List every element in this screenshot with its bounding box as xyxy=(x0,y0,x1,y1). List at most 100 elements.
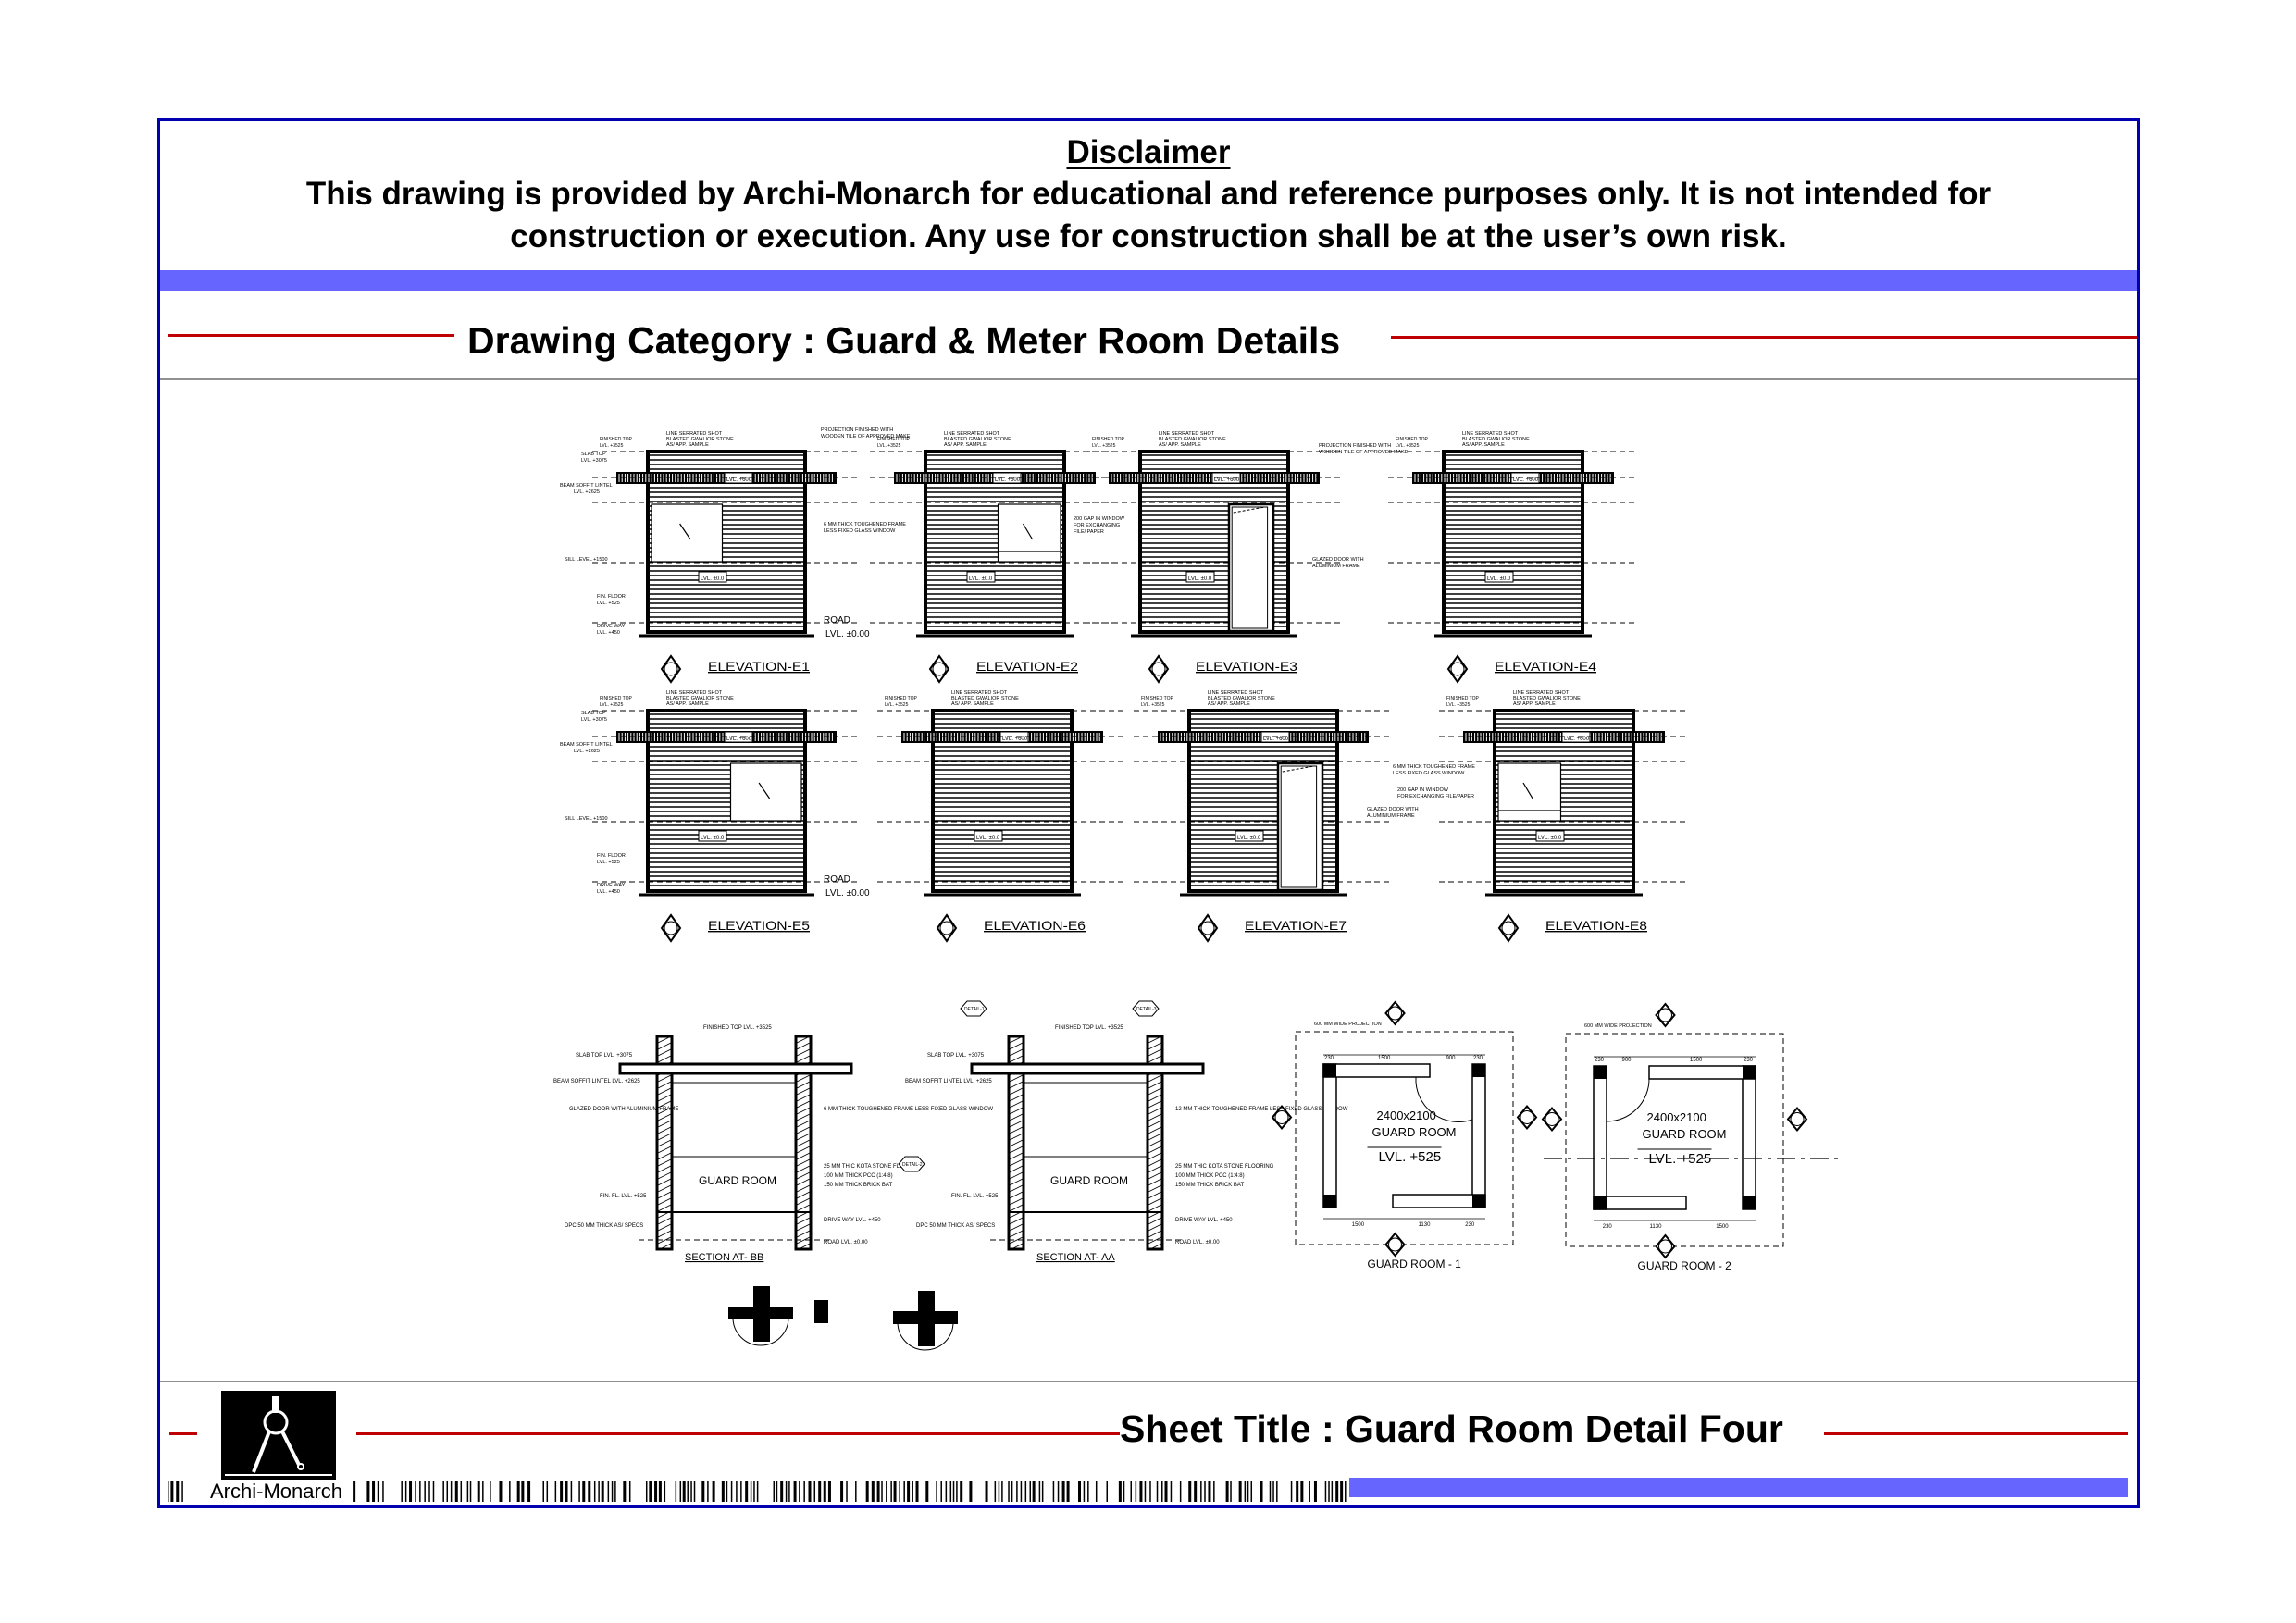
stone-note: LINE SERRATED SHOT xyxy=(951,690,1008,696)
finished-top-note: FINISHED TOP xyxy=(600,696,632,701)
view-marker-icon xyxy=(1197,913,1219,943)
detail-tag-icon xyxy=(960,1000,987,1017)
door-note: ALUMINIUM FRAME xyxy=(1312,564,1360,569)
glass-window xyxy=(729,762,802,822)
projection-note: 600 MM WIDE PROJECTION xyxy=(1314,1022,1382,1027)
dim-label: 230 xyxy=(1473,1056,1483,1061)
glass-window xyxy=(997,503,1061,563)
door-swing xyxy=(1606,1078,1650,1122)
beam-soffit-note: BEAM SOFFIT LINTEL LVL. +2625 xyxy=(553,1079,640,1084)
room-size: 2400x2100 xyxy=(1377,1109,1436,1122)
stone-note: LINE SERRATED SHOT xyxy=(1513,690,1570,696)
room-label: GUARD ROOM xyxy=(699,1174,776,1187)
lvl-tag-bottom: LVL. ±0.0 xyxy=(1487,576,1511,582)
beam-soffit-note: BEAM SOFFIT LINTEL LVL. +2625 xyxy=(905,1079,992,1084)
finished-top-note: FINISHED TOP xyxy=(885,696,917,701)
section-marker-icon xyxy=(1516,1104,1538,1131)
beam-soffit-note: LVL. +2625 xyxy=(574,489,600,495)
projection-note: PROJECTION FINISHED WITH xyxy=(821,427,893,433)
door-note: GLAZED DOOR WITH ALUMINIUM FRAME xyxy=(569,1107,678,1112)
finished-top-note: LVL. +3525 xyxy=(877,443,901,449)
finished-top-note: FINISHED TOP xyxy=(877,437,910,442)
window-note: LESS FIXED GLASS WINDOW xyxy=(1393,771,1465,776)
drafting-compass-icon xyxy=(221,1391,336,1480)
fin-floor-note: FIN. FL. LVL. +525 xyxy=(600,1194,647,1199)
disclaimer-title: Disclaimer xyxy=(1066,134,1231,170)
view-marker-icon xyxy=(660,913,682,943)
slab-top-note: LVL. +3075 xyxy=(581,717,607,723)
stone-note: LINE SERRATED SHOT xyxy=(944,431,1000,437)
dim-label: 900 xyxy=(1622,1058,1632,1063)
stone-note: BLASTED GWALIOR STONE xyxy=(1208,696,1275,701)
detail-1 xyxy=(728,1286,793,1346)
glazed-door xyxy=(1276,762,1324,892)
lvl-tag-bottom: LVL. ±0.0 xyxy=(701,576,725,582)
dim-label: 230 xyxy=(1465,1222,1475,1228)
column xyxy=(1594,1066,1607,1079)
view-marker-icon xyxy=(1148,654,1170,684)
wall xyxy=(1471,1063,1486,1208)
finished-top-note: LVL. +3525 xyxy=(1092,443,1116,449)
window-note: 6 MM THICK TOUGHENED FRAME xyxy=(1393,764,1475,770)
elevation-label: ELEVATION-E7 xyxy=(1245,918,1347,933)
glass-window xyxy=(1497,762,1562,822)
drive-way-note: DRIVE WAY LVL. +450 xyxy=(824,1218,881,1223)
drive-way-note: DRIVE WAY xyxy=(597,624,626,629)
sill-level-note: SILL LEVEL +1500 xyxy=(565,557,608,563)
roof-slab xyxy=(618,1062,853,1075)
elevation-label: ELEVATION-E3 xyxy=(1196,659,1297,674)
section-bb: GUARD ROOM SECTION AT- BB SLAB TOP LVL. +3… xyxy=(553,1025,993,1263)
gap-note: 200 GAP IN WINDOW xyxy=(1397,787,1449,793)
view-marker-icon xyxy=(936,913,958,943)
detail-tag-icon xyxy=(1132,1000,1160,1017)
section-note: 25 MM THIC KOTA STONE FLOORING xyxy=(1175,1164,1274,1170)
dim-label: 900 xyxy=(1446,1056,1457,1061)
elevation-label: ELEVATION-E4 xyxy=(1495,659,1596,674)
lvl-tag-beam: LVL. +600 xyxy=(726,477,752,483)
dim-label: 1500 xyxy=(1690,1058,1703,1063)
dim-label: 230 xyxy=(1595,1058,1605,1063)
footer-divider xyxy=(160,1381,2137,1382)
category-rule-right xyxy=(1391,336,2137,339)
dpc-note: DPC 50 MM THICK AS/ SPECS xyxy=(565,1223,643,1229)
footer-rule-left xyxy=(169,1432,197,1435)
door-note: GLAZED DOOR WITH xyxy=(1312,557,1364,563)
dim-label: 1500 xyxy=(1716,1224,1729,1230)
stone-note: BLASTED GWALIOR STONE xyxy=(1513,696,1581,701)
category-rule-left xyxy=(168,334,454,337)
section-marker-icon xyxy=(1541,1106,1563,1133)
section-note: 150 MM THICK BRICK BAT xyxy=(824,1183,892,1188)
detail-tag: DETAIL-2 xyxy=(902,1162,923,1168)
slab-top-note: SLAB TOP LVL. +3075 xyxy=(927,1053,985,1059)
wall xyxy=(1593,1065,1607,1210)
lvl-tag-bottom: LVL. ±0.0 xyxy=(1237,836,1261,841)
sill-level-note: SILL LEVEL +1500 xyxy=(565,816,608,822)
finished-top-note: LVL. +3525 xyxy=(600,443,624,449)
view-marker-icon xyxy=(1446,654,1469,684)
door-note: ALUMINIUM FRAME xyxy=(1367,813,1415,819)
beam-soffit-note: LVL. +2625 xyxy=(574,749,600,754)
elevation-label: ELEVATION-E8 xyxy=(1545,918,1647,933)
section-label: SECTION AT- BB xyxy=(685,1252,763,1263)
slab-top-note: SLAB TOP xyxy=(581,711,606,716)
glass-panel xyxy=(1023,1082,1148,1158)
section-note: 150 MM THICK BRICK BAT xyxy=(1175,1183,1244,1188)
projection-note: WOODEN TILE OF APPROVED MAKE xyxy=(821,434,911,440)
fin-floor-note: FIN. FLOOR xyxy=(597,594,626,600)
window-note: LESS FIXED GLASS WINDOW xyxy=(824,528,896,534)
stone-note: AS/ APP. SAMPLE xyxy=(1462,442,1505,448)
disclaimer-line-2: construction or execution. Any use for c… xyxy=(510,218,1787,254)
column xyxy=(1323,1195,1336,1208)
lvl-tag-bottom: LVL. ±0.0 xyxy=(969,576,993,582)
finished-top-note: FINISHED TOP LVL. +3525 xyxy=(703,1025,772,1031)
dim-label: 1500 xyxy=(1352,1222,1365,1228)
detail-2 xyxy=(814,1300,828,1323)
door-swing xyxy=(1415,1076,1473,1123)
